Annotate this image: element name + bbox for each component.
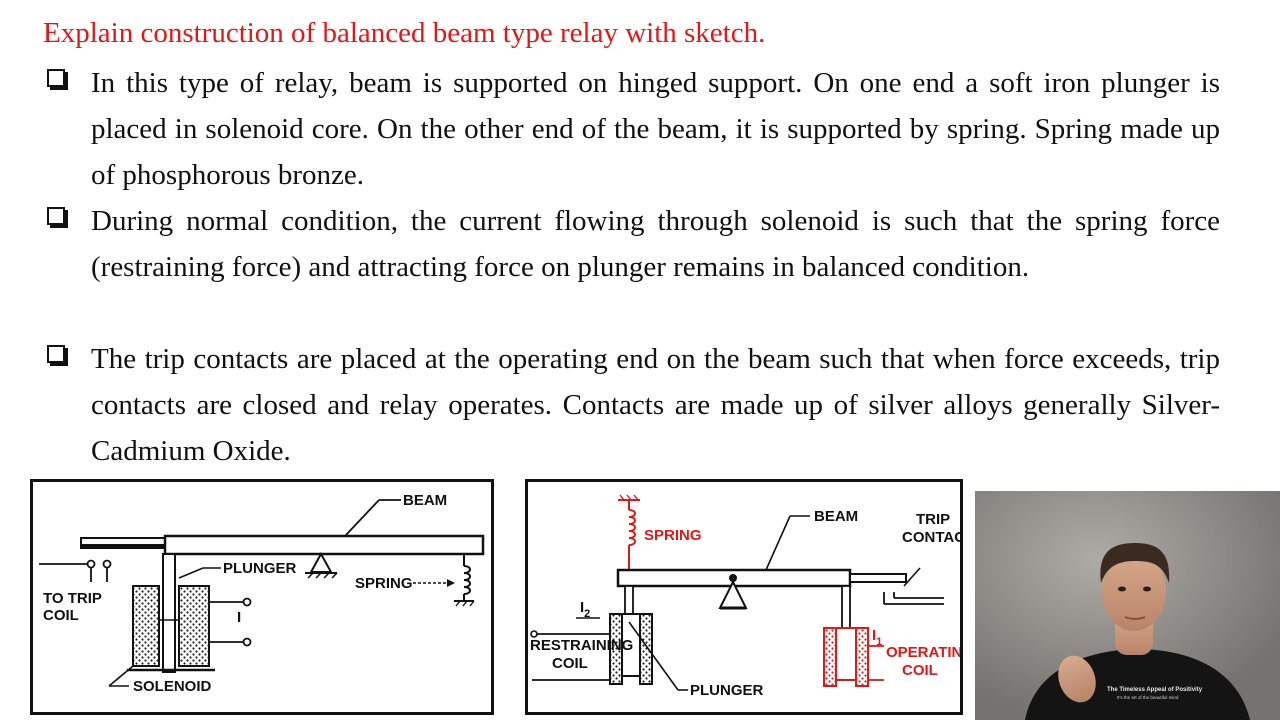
checkbox-bullet-icon (47, 345, 65, 363)
beam (616, 568, 907, 588)
shirt-text-1: The Timeless Appeal of Positivity (1107, 687, 1203, 693)
hinge-support-icon (305, 551, 338, 579)
i2-label: I2 (580, 599, 590, 620)
plunger-label: PLUNGER (690, 682, 764, 699)
to-trip-label: TO TRIP (43, 590, 102, 607)
solenoid-leader (108, 665, 134, 687)
i1-label: I1 (872, 627, 882, 648)
spring-label: SPRING (644, 527, 702, 544)
relay-schematic-drawing-2: SPRING BEAM TRIP CONTACT (530, 494, 960, 699)
spring-icon (454, 554, 475, 607)
plunger-label: PLUNGER (223, 560, 297, 577)
checkbox-bullet-icon (47, 207, 65, 225)
beam (80, 534, 485, 556)
slide-title: Explain construction of balanced beam ty… (43, 17, 766, 49)
presenter-video-frame: The Timeless Appeal of Positivity It's t… (975, 491, 1280, 720)
bullet-text-2: During normal condition, the current flo… (91, 205, 1220, 283)
trip-label: TRIP (916, 511, 950, 528)
restraining-coil-label: COIL (552, 655, 588, 672)
relay-sketch-figure-1: BEAM SPRING TO TRIP CO (30, 479, 494, 715)
beam-label: BEAM (403, 492, 447, 509)
coil-label: COIL (43, 607, 79, 624)
plunger-leader (628, 621, 688, 691)
solenoid-coil (127, 585, 215, 672)
bullet-item-2: During normal condition, the current flo… (44, 198, 1220, 290)
trip-contacts-icon (39, 559, 112, 582)
current-label: I (237, 609, 241, 626)
beam-label: BEAM (814, 508, 858, 525)
relay-schematic-figure-2: SPRING BEAM TRIP CONTACT (525, 479, 963, 715)
operating-coil-label: COIL (902, 662, 938, 679)
restraining-label: RESTRAINING (530, 637, 633, 654)
spring-label: SPRING (355, 575, 413, 592)
spring-icon (618, 494, 640, 570)
trip-contact-label: CONTACT (902, 529, 960, 546)
plunger-leader (178, 567, 221, 579)
operating-coil (823, 585, 884, 687)
operating-label: OPERATING (886, 644, 960, 661)
presenter-silhouette (1025, 543, 1250, 720)
bullet-item-1: In this type of relay, beam is supported… (44, 60, 1220, 198)
bullet-text-1: In this type of relay, beam is supported… (91, 67, 1220, 191)
bullet-text-3: The trip contacts are placed at the oper… (91, 343, 1220, 467)
trip-contact-icon (883, 567, 944, 605)
beam-leader (344, 499, 401, 537)
shirt-text-2: It's the art of the beautiful mind (1117, 695, 1179, 700)
plunger (162, 553, 176, 673)
solenoid-label: SOLENOID (133, 678, 212, 695)
bullet-item-3: The trip contacts are placed at the oper… (44, 336, 1220, 474)
presenter-webcam: The Timeless Appeal of Positivity It's t… (975, 491, 1280, 720)
relay-sketch-drawing-1: BEAM SPRING TO TRIP CO (39, 492, 485, 695)
restraining-coil (530, 585, 653, 685)
coil-terminals (209, 597, 252, 647)
fulcrum-icon (718, 574, 748, 610)
beam-leader (765, 515, 810, 571)
checkbox-bullet-icon (47, 69, 65, 87)
